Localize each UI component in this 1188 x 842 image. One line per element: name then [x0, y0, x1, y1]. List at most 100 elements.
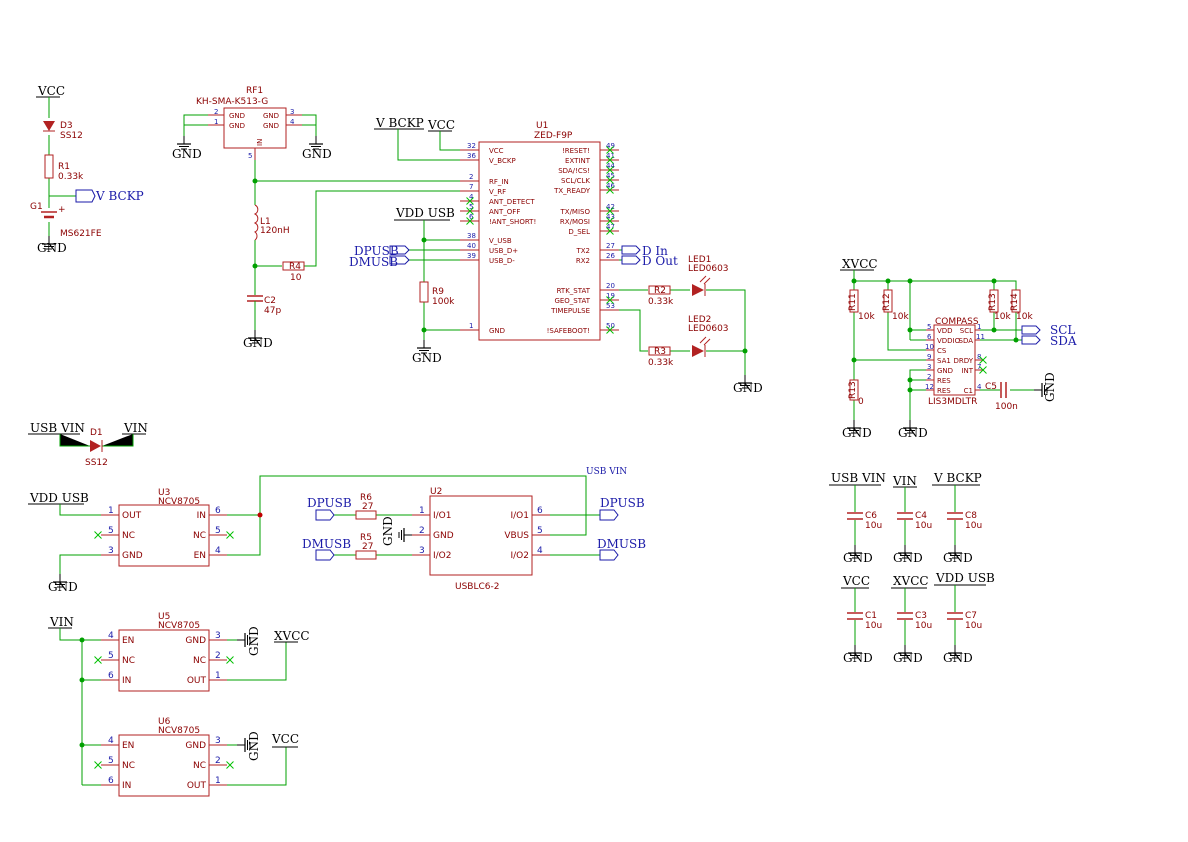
pin-label: GND: [122, 551, 143, 561]
l1-inductor-icon[interactable]: [253, 204, 259, 241]
pin-label: VDD: [937, 327, 953, 335]
pin-label: !RESET!: [562, 147, 590, 155]
pin-label: GND: [185, 741, 206, 751]
pin-label: 6: [537, 506, 543, 516]
c1-ref: C1: [865, 611, 877, 621]
d3-diode-icon[interactable]: [43, 121, 55, 131]
c2-value: 47p: [264, 306, 281, 316]
pin-label: 1: [977, 323, 981, 331]
r14-ref: R14: [1010, 293, 1020, 311]
pin-label: 26: [606, 252, 615, 260]
r12-resistor[interactable]: [883, 289, 893, 313]
u1-dout-label: D Out: [642, 254, 678, 268]
v-bckp-net-flag: [75, 189, 96, 203]
c6-value: 10u: [865, 521, 882, 531]
pin-label: 7: [977, 363, 981, 371]
u2-out-dmusb-label: DMUSB: [597, 537, 646, 551]
r4-resistor[interactable]: [282, 261, 305, 271]
pin-label: 4: [215, 546, 221, 556]
dpusb-net-flag: [389, 245, 410, 255]
u5-value: NCV8705: [158, 621, 200, 631]
pin-label: VDDIO: [937, 337, 961, 345]
d1-diode-icon[interactable]: [90, 440, 101, 452]
pin-label: 1: [214, 118, 218, 126]
r6-ref: R6: [360, 493, 372, 503]
c4-gnd-label: GND: [893, 551, 923, 565]
u3-value: NCV8705: [158, 497, 200, 507]
pin-label: 6: [108, 776, 114, 786]
u5-regulator: VIN XVCC U5 NCV8705 EN NC IN: [48, 612, 310, 786]
r14-value: 10k: [1016, 312, 1033, 322]
r11-resistor[interactable]: [849, 289, 859, 313]
pin-label: 47: [606, 223, 615, 231]
r4-ref: R4: [289, 262, 301, 272]
u1-gnd-label: GND: [412, 351, 442, 365]
u6-regulator: VCC U6 NCV8705 EN NC IN GND NC OUT 4 5 6…: [94, 717, 299, 797]
pin-label: 5: [927, 323, 931, 331]
u6-vcc-power: VCC: [271, 732, 299, 746]
pin-label: IN: [197, 511, 206, 521]
pin-label: RTK_STAT: [557, 287, 591, 295]
pin-label: 1: [469, 322, 473, 330]
d1-value: SS12: [85, 458, 108, 468]
pin-label: TX/MISO: [560, 208, 591, 216]
r5-ref: R5: [360, 533, 372, 543]
u1-body[interactable]: [478, 141, 601, 341]
u1-dpusb-label: DPUSB: [354, 244, 399, 258]
r14-resistor[interactable]: [1011, 289, 1021, 313]
pin-label: EN: [122, 636, 134, 646]
compass-xvcc-power: XVCC: [842, 257, 878, 271]
pin-label: OUT: [187, 676, 207, 686]
compass-circuit: XVCC R11: [840, 257, 1077, 440]
r1-resistor[interactable]: [44, 154, 54, 179]
c2-ref: C2: [264, 296, 276, 306]
pin-label: RF_IN: [489, 178, 509, 186]
pin-label: IN: [122, 676, 131, 686]
u6-ref: U6: [158, 717, 171, 727]
u1-dmusb-label: DMUSB: [349, 255, 398, 269]
r9-resistor[interactable]: [419, 281, 429, 303]
pin-label: TX_READY: [553, 187, 591, 195]
pin-label: NC: [193, 761, 206, 771]
r3-resistor[interactable]: [648, 346, 671, 356]
g1-value: MS621FE: [60, 229, 102, 239]
vcc-power-label: VCC: [37, 84, 65, 98]
r13-sa1-resistor[interactable]: [849, 379, 859, 401]
pin-label: 38: [467, 232, 476, 240]
r2-resistor[interactable]: [648, 285, 671, 295]
led1-icon[interactable]: [692, 284, 704, 296]
c1-value: 10u: [865, 621, 882, 631]
r2-ref: R2: [654, 286, 666, 296]
pin-label: 10: [925, 343, 934, 351]
pin-label: NC: [193, 656, 206, 666]
g1-plus: +: [58, 205, 66, 215]
c6-power-label: USB VIN: [831, 471, 886, 485]
r13-pullup-resistor[interactable]: [989, 289, 999, 313]
led2-ref: LED2: [688, 315, 711, 325]
pin-label: 36: [467, 152, 476, 160]
led-gnd-label: GND: [733, 381, 763, 395]
pin-label: GND: [229, 112, 245, 120]
pin-label: GND: [263, 112, 279, 120]
u2-in-dpusb-flag: [315, 509, 335, 521]
u5-ref: U5: [158, 612, 170, 622]
pin-label: EXTINT: [565, 157, 591, 165]
c3-ref: C3: [915, 611, 927, 621]
r5-resistor[interactable]: [355, 550, 377, 560]
pin-label: NC: [122, 761, 135, 771]
c1-power-label: VCC: [842, 574, 870, 588]
led2-icon[interactable]: [692, 345, 704, 357]
l1-ref: L1: [260, 217, 271, 227]
pin-label: V_USB: [489, 237, 512, 245]
pin-label: I/O2: [433, 551, 452, 561]
pin-label: V_BCKP: [489, 157, 516, 165]
battery-backup-circuit: VCC D3 SS12 R1 0.33k + G1 MS621FE GND V …: [30, 84, 144, 255]
r6-resistor[interactable]: [355, 510, 377, 520]
pin-label: GND: [937, 367, 953, 375]
pin-label: 2: [215, 756, 221, 766]
pin-label: 3: [290, 108, 294, 116]
pin-label: 8: [977, 353, 981, 361]
u3-usb-vin-net: USB VIN: [586, 467, 627, 477]
pin-label: 7: [469, 183, 473, 191]
